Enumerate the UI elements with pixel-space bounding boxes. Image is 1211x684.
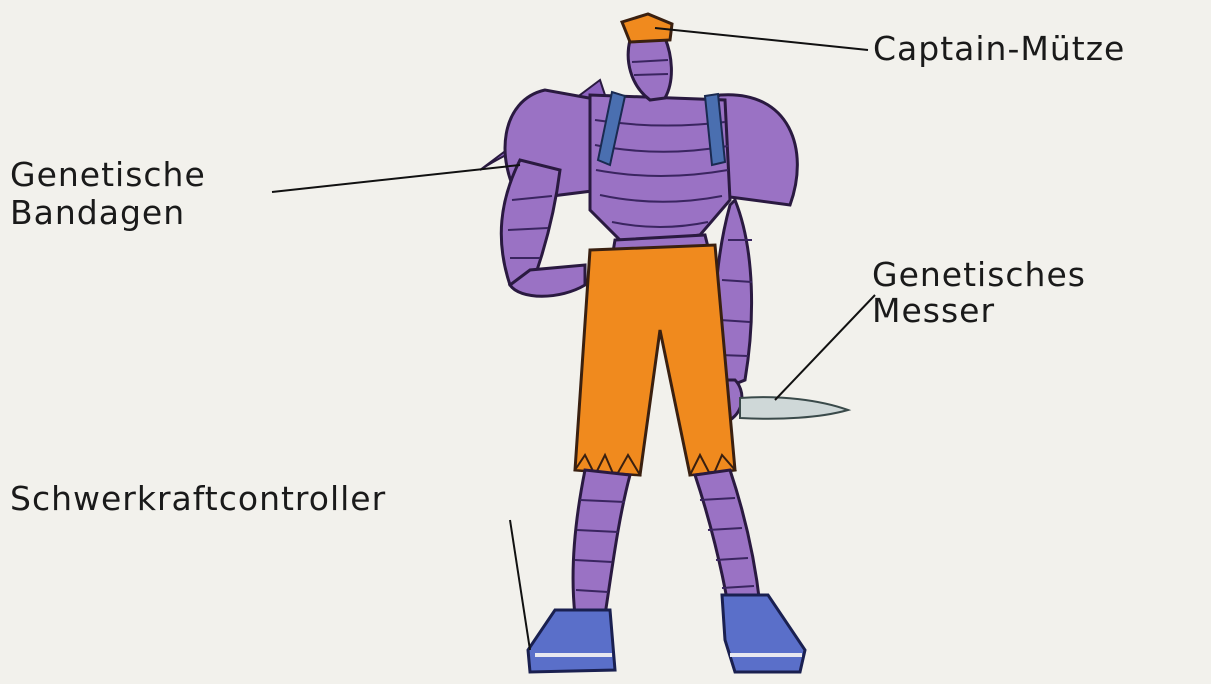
label-captain-cap: Captain-Mütze — [873, 30, 1125, 68]
label-genetic-knife-line2: Messer — [872, 292, 995, 330]
label-gravity-controller: Schwerkraftcontroller — [10, 480, 386, 518]
leader-cap — [655, 28, 868, 50]
right-shoe — [722, 595, 805, 672]
left-leg — [573, 470, 630, 615]
label-genetic-bandages-line2: Bandagen — [10, 194, 185, 232]
leader-knife — [775, 295, 875, 400]
right-leg — [695, 470, 760, 605]
pants — [575, 245, 735, 475]
label-genetic-knife-line1: Genetisches — [872, 256, 1086, 294]
leader-gravity — [510, 520, 530, 650]
label-genetic-bandages-line1: Genetische — [10, 156, 206, 194]
knife-blade — [740, 397, 848, 419]
leader-bandages — [272, 165, 520, 192]
left-shoe — [528, 610, 615, 672]
head — [628, 38, 671, 100]
